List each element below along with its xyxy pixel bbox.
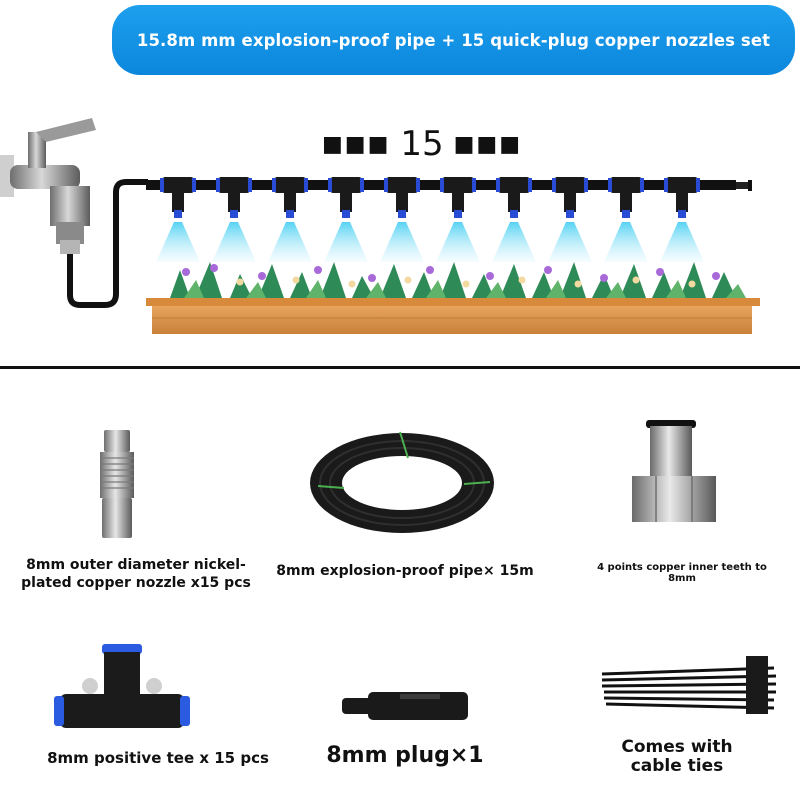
tee-5 (380, 177, 424, 262)
tee-label: 8mm positive tee x 15 pcs (47, 749, 269, 767)
tee-8 (548, 177, 592, 262)
faucet-icon (0, 118, 96, 254)
dots-right: ■■■ (453, 131, 522, 157)
nozzle-icon (100, 430, 134, 538)
nozzle-count-indicator: ■■■ 15 ■■■ (322, 122, 520, 166)
tee-3 (268, 177, 312, 262)
adapter-label: 4 points copper inner teeth to 8mm (597, 562, 767, 584)
planter-box (146, 298, 760, 334)
tee-9 (604, 177, 648, 262)
title-banner: 15.8m mm explosion-proof pipe + 15 quick… (112, 5, 795, 75)
feed-pipe (67, 179, 148, 308)
installation-diagram (0, 118, 760, 334)
plug-icon (342, 692, 468, 720)
banner-title: 15.8m mm explosion-proof pipe + 15 quick… (136, 30, 771, 50)
tee-nozzle-group (156, 177, 704, 262)
tee-1 (156, 177, 200, 262)
tee-7 (492, 177, 536, 262)
tee-icon (54, 644, 190, 728)
nozzle-label: 8mm outer diameter nickel-plated copper … (21, 557, 251, 591)
end-plug (736, 182, 750, 189)
tee-6 (436, 177, 480, 262)
dots-left: ■■■ (322, 131, 391, 157)
cable-ties-label: Comes with cable ties (621, 737, 733, 776)
pipe-label: 8mm explosion-proof pipe× 15m (276, 563, 534, 579)
tee-2 (212, 177, 256, 262)
flowers (170, 262, 746, 298)
count-number: 15 (400, 124, 444, 164)
section-divider (0, 366, 800, 369)
pipe-coil-icon (310, 431, 494, 533)
adapter-icon (632, 420, 716, 522)
cable-ties-icon (601, 656, 777, 714)
tee-10 (660, 177, 704, 262)
tee-4 (324, 177, 368, 262)
plug-label: 8mm plug×1 (326, 743, 484, 768)
